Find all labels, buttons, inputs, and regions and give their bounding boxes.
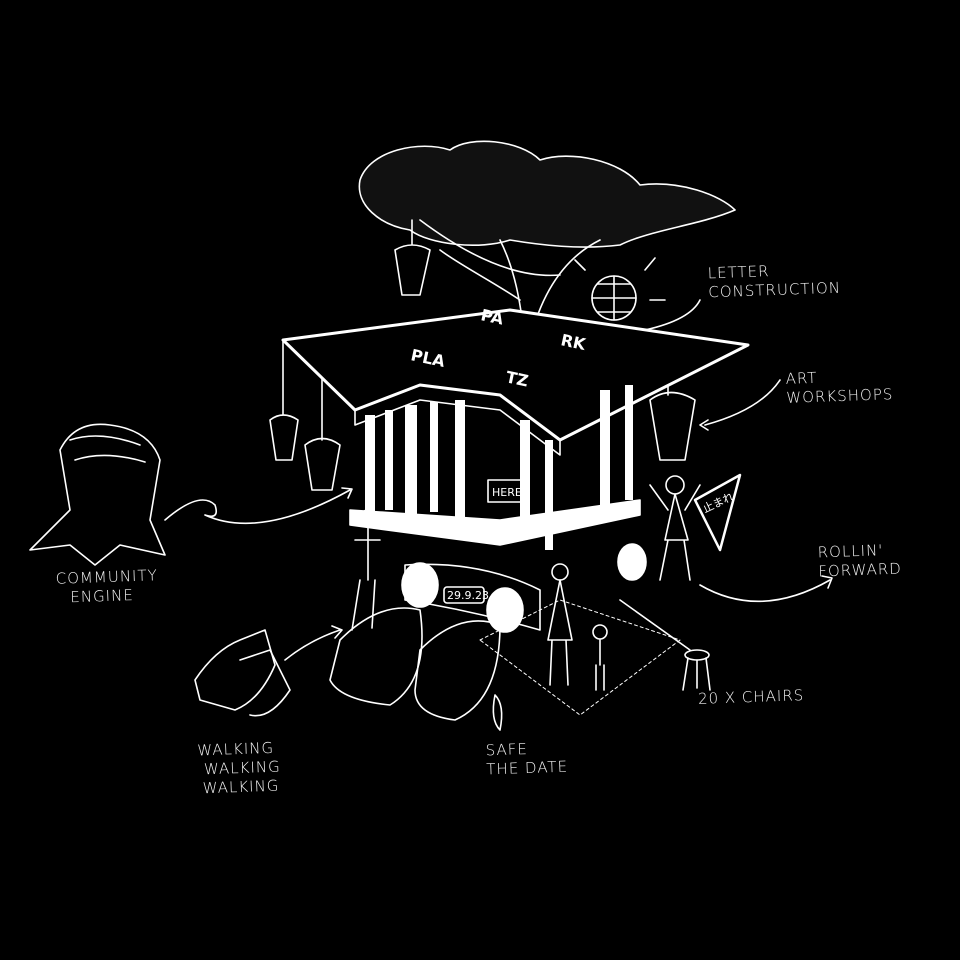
- people: [351, 475, 701, 691]
- date-plate: [443, 586, 485, 604]
- date-plate-text: 29.9.23: [447, 589, 489, 602]
- label-safe-the-date: SAFE THE DATE: [485, 739, 568, 780]
- label-line: COMMUNITY: [55, 566, 159, 588]
- here-sign: [487, 479, 529, 503]
- roof-letters-tz: TZ: [504, 367, 530, 390]
- label-walking: WALKING WALKING WALKING: [197, 739, 282, 799]
- label-art-workshops: ART WORKSHOPS: [785, 366, 893, 408]
- bunting: [419, 219, 561, 277]
- here-sign-text: HERE: [492, 486, 522, 499]
- sneaker-icon: [194, 629, 291, 717]
- label-line: FORWARD: [818, 559, 903, 581]
- roof-letters-pa: PA: [479, 305, 506, 328]
- chair-icon: [682, 649, 711, 691]
- label-line: ENGINE: [70, 586, 135, 607]
- label-line: WORKSHOPS: [786, 385, 894, 407]
- kiosk-columns: [365, 385, 633, 550]
- roof-letters-rk: RK: [559, 330, 588, 354]
- arrows: [164, 299, 833, 731]
- label-line: 20 x CHAIRS: [697, 686, 805, 708]
- label-line: WALKING: [202, 776, 280, 798]
- label-rollin-forward: ROLLIN' FORWARD: [817, 541, 902, 582]
- label-letter-construction: LETTER CONSTRUCTION: [707, 260, 841, 303]
- label-chairs: 20 x CHAIRS: [698, 686, 805, 709]
- label-line: THE DATE: [486, 757, 569, 779]
- disco-ball-icon: [574, 257, 666, 321]
- label-community-engine: COMMUNITY ENGINE: [55, 566, 158, 608]
- clasped-hands-icon: [29, 423, 166, 566]
